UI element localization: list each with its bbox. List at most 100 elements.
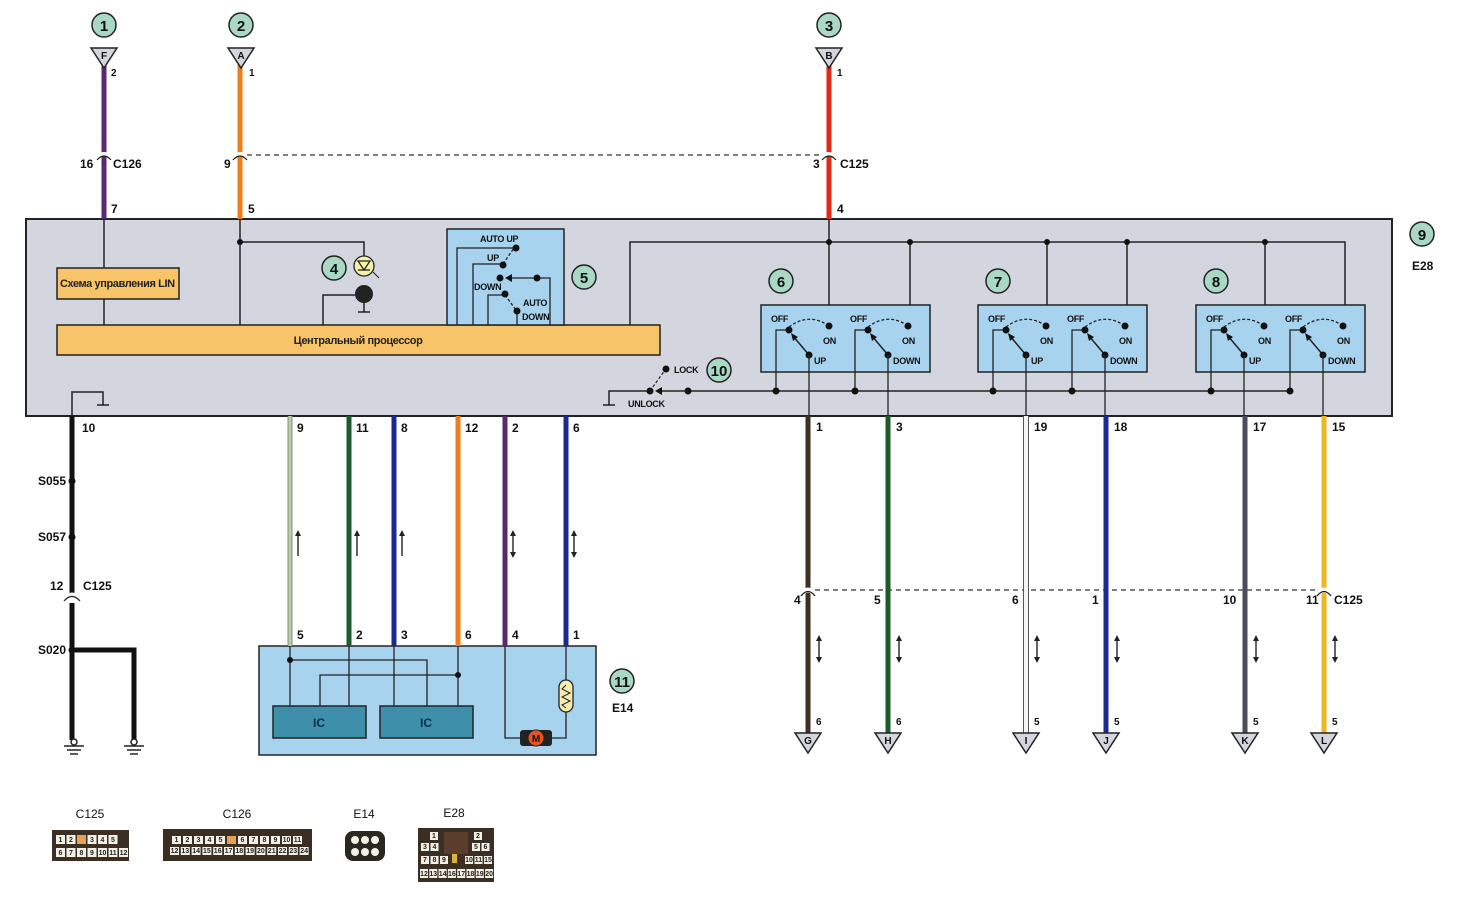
module-e28-body bbox=[25, 218, 1393, 417]
svg-text:8: 8 bbox=[433, 857, 437, 864]
indicator-led-icon bbox=[353, 255, 380, 279]
svg-text:ON: ON bbox=[902, 336, 915, 346]
svg-text:OFF: OFF bbox=[771, 314, 789, 324]
pin-label: 15 bbox=[1332, 420, 1346, 434]
svg-text:AUTO UP: AUTO UP bbox=[480, 234, 519, 244]
central-processor-block: Центральный процессор bbox=[56, 324, 661, 356]
ground-icon bbox=[124, 738, 144, 755]
svg-text:UP: UP bbox=[814, 356, 826, 366]
pin-label: 1 bbox=[837, 68, 843, 79]
splice-label: S055 bbox=[38, 474, 66, 488]
connector-label: C125 bbox=[840, 157, 869, 171]
pin-label: 4 bbox=[837, 202, 844, 216]
ground-wire bbox=[62, 416, 137, 740]
svg-text:7: 7 bbox=[994, 274, 1002, 291]
svg-text:19: 19 bbox=[246, 848, 254, 855]
motor-wire-11: 112 bbox=[346, 416, 369, 646]
pin-label: 12 bbox=[465, 421, 479, 435]
terminal-f: F bbox=[89, 47, 119, 70]
svg-text:20: 20 bbox=[257, 848, 265, 855]
terminal-l: L bbox=[1309, 732, 1339, 755]
svg-text:1: 1 bbox=[100, 18, 108, 35]
callout-8: 8 bbox=[1203, 268, 1229, 294]
svg-text:DOWN: DOWN bbox=[474, 282, 501, 292]
svg-text:13: 13 bbox=[429, 871, 437, 878]
svg-text:12: 12 bbox=[120, 850, 128, 857]
svg-text:11: 11 bbox=[109, 850, 117, 857]
svg-text:IC: IC bbox=[313, 716, 325, 730]
svg-text:I: I bbox=[1025, 736, 1028, 747]
pin-label: 1 bbox=[573, 628, 580, 642]
input-wire-3 bbox=[820, 62, 838, 219]
pin-label: 5 bbox=[1253, 717, 1259, 728]
ic-chip-2: IC bbox=[379, 705, 474, 739]
svg-text:11: 11 bbox=[475, 857, 483, 864]
svg-text:24: 24 bbox=[300, 848, 308, 855]
junction-dot bbox=[455, 672, 461, 678]
svg-text:DOWN: DOWN bbox=[893, 356, 920, 366]
svg-text:5: 5 bbox=[580, 270, 588, 287]
splice-label: S057 bbox=[38, 530, 66, 544]
svg-text:9: 9 bbox=[274, 837, 278, 844]
pin-label: 7 bbox=[111, 202, 118, 216]
svg-text:4: 4 bbox=[433, 844, 437, 851]
pin-label: 3 bbox=[401, 628, 408, 642]
terminal-j: J bbox=[1091, 732, 1121, 755]
junction-dots bbox=[237, 239, 1268, 245]
svg-text:10: 10 bbox=[99, 850, 107, 857]
svg-text:21: 21 bbox=[268, 848, 276, 855]
pin-label: 6 bbox=[465, 628, 472, 642]
svg-text:10: 10 bbox=[711, 363, 728, 380]
svg-text:1: 1 bbox=[175, 837, 179, 844]
pin-label: 1 bbox=[816, 420, 823, 434]
svg-text:AUTO: AUTO bbox=[523, 298, 547, 308]
lock-switch: LOCK UNLOCK bbox=[628, 365, 699, 409]
motor-icon: M bbox=[520, 729, 552, 747]
motor-wire-6: 61 bbox=[563, 416, 580, 646]
svg-text:9: 9 bbox=[90, 850, 94, 857]
lin-control-block: Схема управления LIN bbox=[56, 267, 180, 300]
svg-text:7: 7 bbox=[252, 837, 256, 844]
svg-text:C126: C126 bbox=[223, 807, 252, 821]
pin-label: 6 bbox=[816, 717, 822, 728]
terminal-b: B bbox=[814, 47, 844, 70]
pin-label: 11 bbox=[1306, 593, 1319, 607]
pin-label: 8 bbox=[401, 421, 408, 435]
svg-text:22: 22 bbox=[279, 848, 287, 855]
svg-text:6: 6 bbox=[484, 844, 488, 851]
svg-text:OFF: OFF bbox=[1206, 314, 1224, 324]
svg-text:H: H bbox=[884, 736, 891, 747]
svg-text:6: 6 bbox=[241, 837, 245, 844]
svg-text:J: J bbox=[1103, 736, 1109, 747]
svg-text:13: 13 bbox=[181, 848, 189, 855]
callout-1: 1 bbox=[91, 12, 117, 38]
svg-text:1: 1 bbox=[59, 837, 63, 844]
svg-text:3: 3 bbox=[197, 837, 201, 844]
svg-text:DOWN: DOWN bbox=[1328, 356, 1355, 366]
svg-text:UP: UP bbox=[487, 253, 499, 263]
pin-label: 12 bbox=[50, 579, 64, 593]
svg-text:8: 8 bbox=[263, 837, 267, 844]
pin-label: 6 bbox=[573, 421, 580, 435]
ground-icon bbox=[64, 738, 84, 755]
pin-label: 9 bbox=[224, 157, 231, 171]
svg-text:9: 9 bbox=[1418, 227, 1426, 244]
svg-text:10: 10 bbox=[283, 837, 291, 844]
svg-text:6: 6 bbox=[777, 274, 785, 291]
svg-text:B: B bbox=[825, 51, 832, 62]
transistor-icon bbox=[355, 285, 373, 303]
svg-text:F: F bbox=[101, 51, 107, 62]
pin-label: 5 bbox=[1114, 717, 1120, 728]
callout-7: 7 bbox=[985, 268, 1011, 294]
svg-text:C125: C125 bbox=[76, 807, 105, 821]
svg-text:12: 12 bbox=[171, 848, 179, 855]
svg-text:12: 12 bbox=[420, 871, 428, 878]
svg-text:3: 3 bbox=[90, 837, 94, 844]
connector-label: C125 bbox=[83, 579, 112, 593]
pin-label: 10 bbox=[1223, 593, 1237, 607]
